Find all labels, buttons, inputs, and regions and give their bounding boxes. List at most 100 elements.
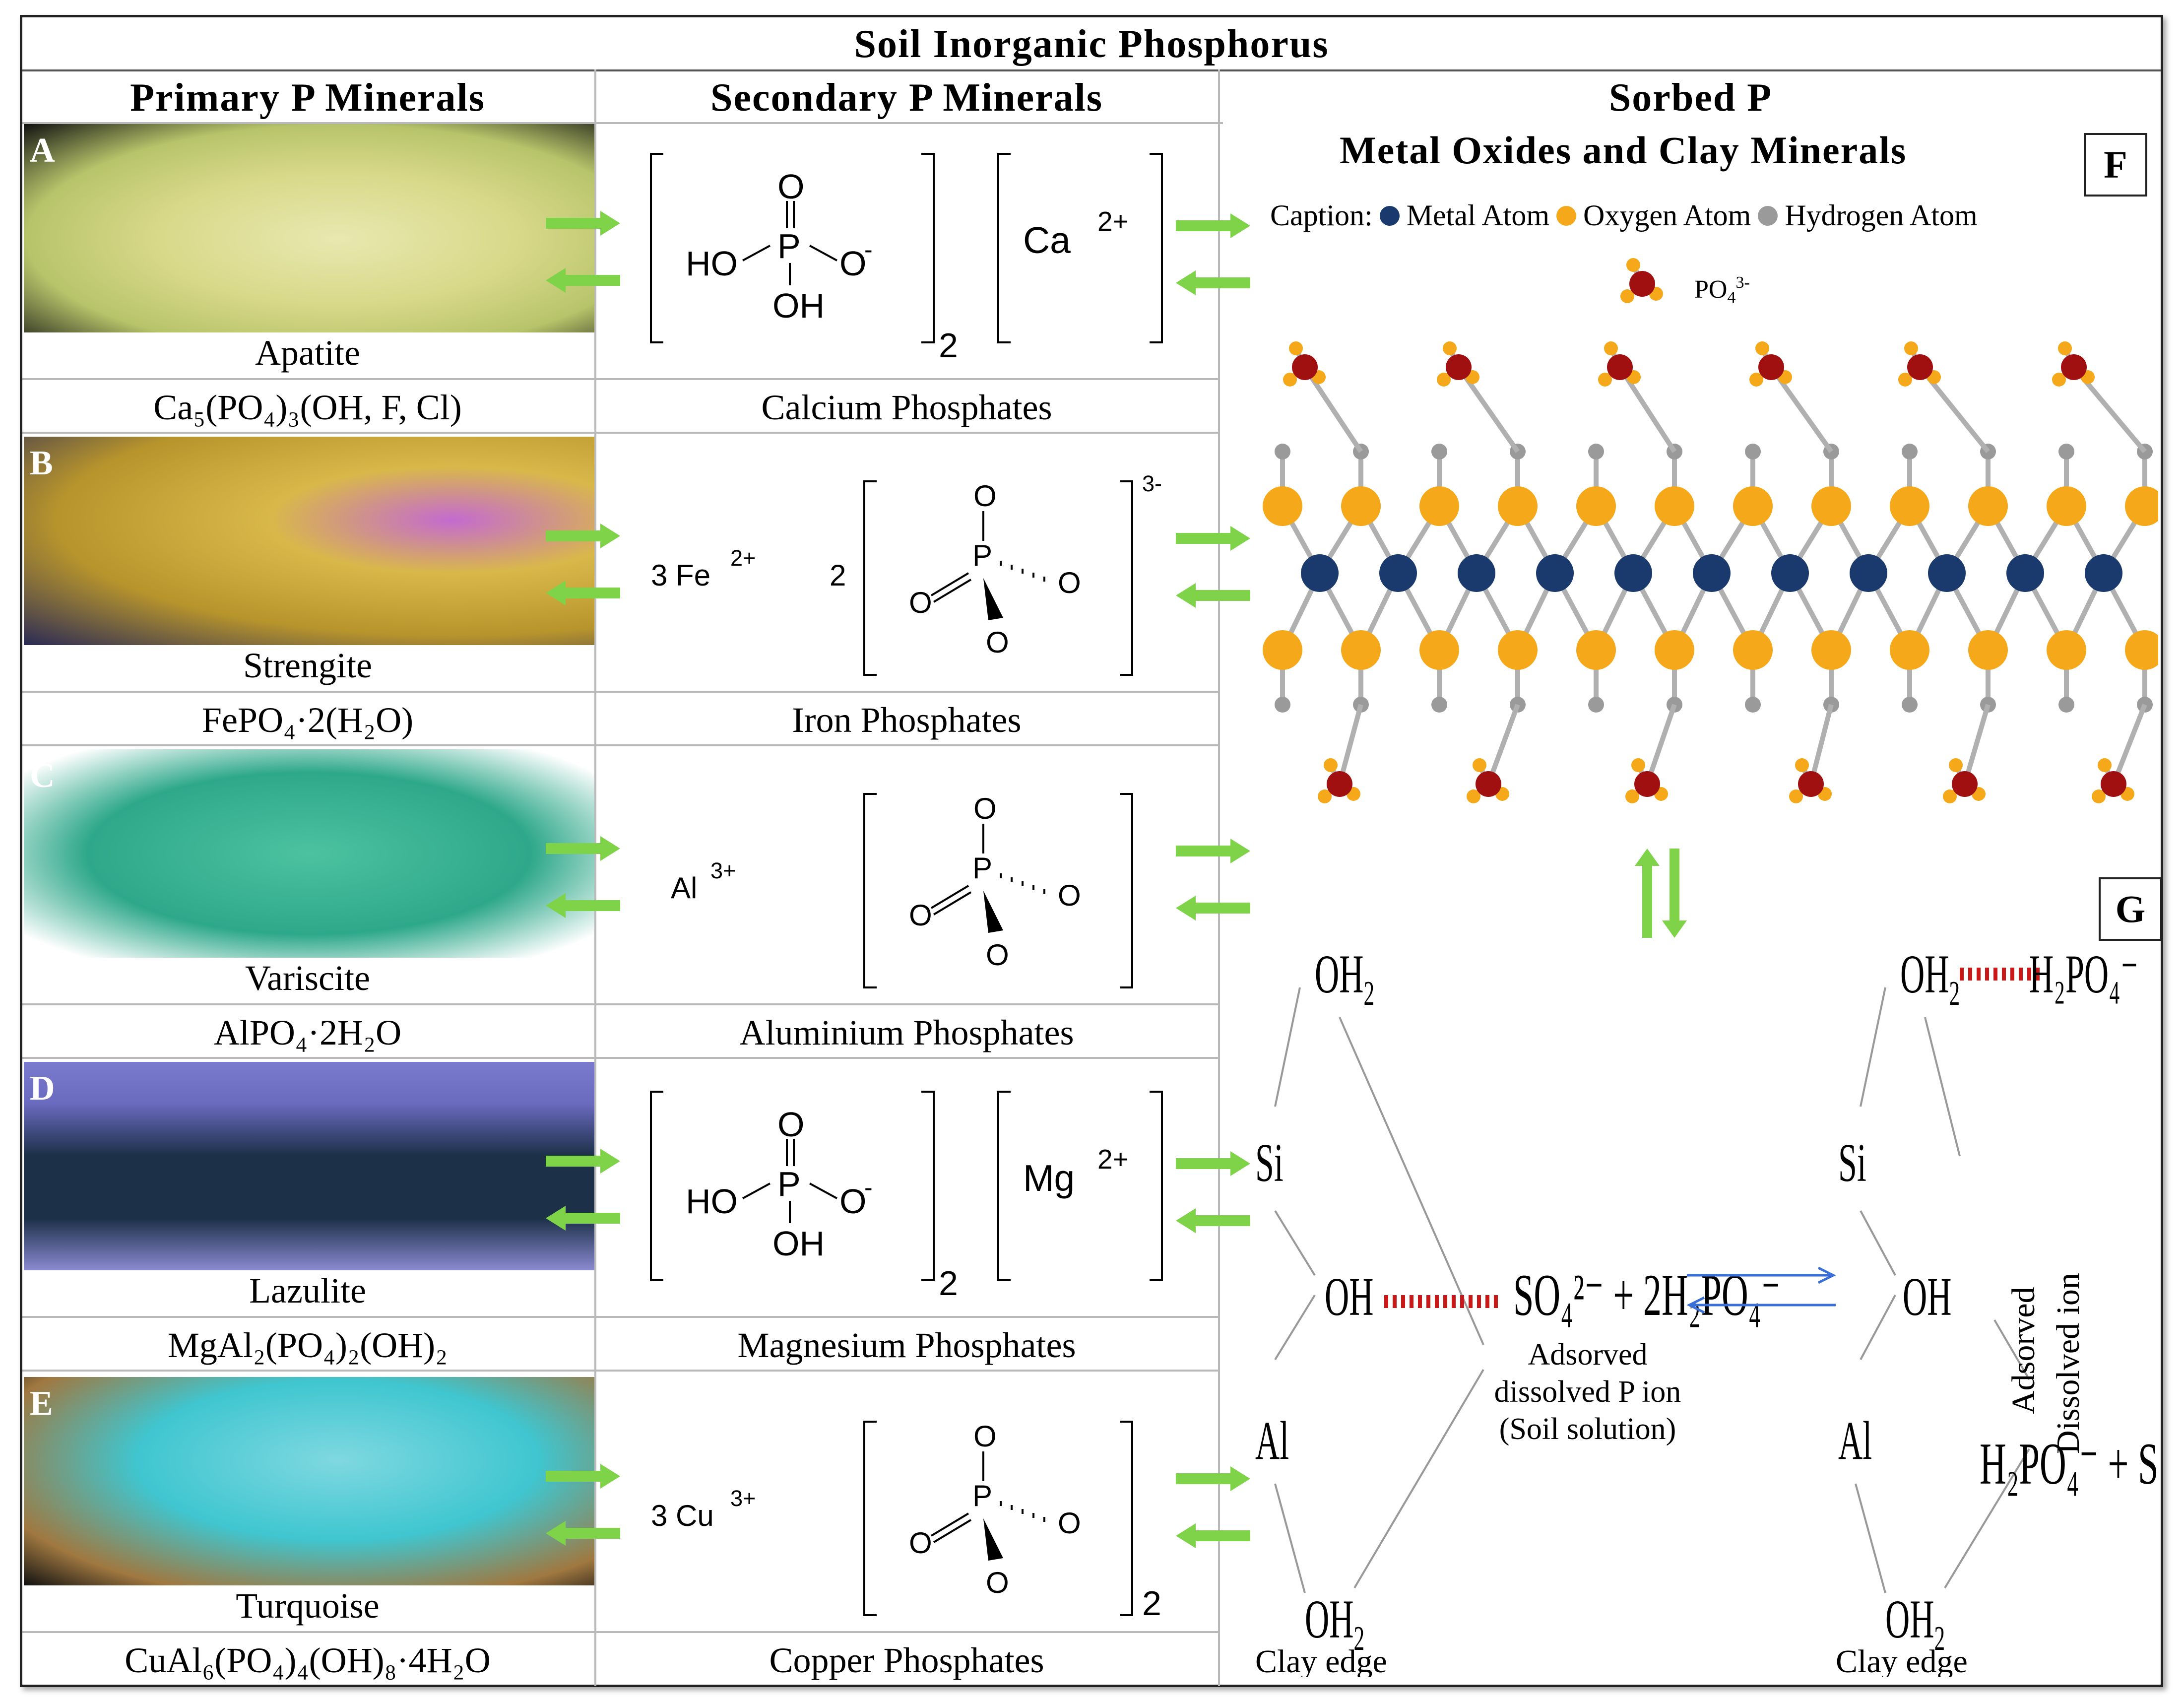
hydrogen-atom <box>1902 444 1918 459</box>
single-bond <box>742 1182 771 1199</box>
wedge-bond <box>983 1518 1003 1561</box>
oxygen-atom <box>1576 630 1616 670</box>
subscript: 2 <box>939 1264 958 1303</box>
mineral-formula: AlPO₄·2H₂O <box>213 1013 402 1052</box>
oxygen-atom <box>1626 258 1640 272</box>
subscript: 2 <box>939 326 958 365</box>
adsorbed-label: Adsorved <box>1528 1338 1647 1372</box>
metal-atom <box>1771 554 1809 592</box>
charge-label: - <box>864 1174 873 1201</box>
mineral-photo: C <box>24 749 594 958</box>
hydrogen-atom-icon <box>1758 205 1778 226</box>
phosphate-group <box>1327 771 1352 797</box>
oxygen-atom <box>1755 341 1769 355</box>
left-arrow-icon <box>546 1521 620 1546</box>
metal-atom <box>2006 554 2044 592</box>
water-group: OH2 <box>1315 943 1374 1012</box>
mineral-name: Strengite <box>243 646 372 685</box>
grid-line <box>22 432 1218 434</box>
bracket <box>1120 793 1133 988</box>
oxygen-atom <box>1968 630 2008 670</box>
mineral-photo: A <box>24 124 594 332</box>
oxygen-atom <box>1263 486 1302 526</box>
grid-line <box>22 1370 1218 1372</box>
product-ions: H₂PO₄⁻ + SO₄²⁻ <box>1980 1431 2158 1497</box>
oxygen-atom <box>2125 630 2158 670</box>
charge-label: 2+ <box>1097 1144 1129 1175</box>
down-arrow-icon <box>1662 849 1687 938</box>
up-arrow-icon <box>1635 849 1660 938</box>
right-arrow-icon <box>546 1464 620 1489</box>
mineral-photo: B <box>24 437 594 645</box>
bond <box>1962 704 1991 785</box>
hydrogen-atom <box>1588 697 1604 713</box>
hydrogen-atom <box>2058 444 2074 459</box>
oxygen-atom <box>1443 341 1457 355</box>
bracket <box>1120 480 1133 676</box>
oxygen-label: O <box>909 586 932 619</box>
oxygen-atom <box>2125 486 2158 526</box>
figure-title: Soil Inorganic Phosphorus <box>854 22 1329 66</box>
bracket <box>1120 1421 1133 1616</box>
bond <box>2111 704 2147 785</box>
sorbed-column-header: Sorbed P <box>1608 76 1773 120</box>
oxygen-atom <box>2047 630 2086 670</box>
left-arrow-icon <box>1176 1523 1250 1548</box>
subscript: 2 <box>1142 1584 1161 1623</box>
oxygen-atom <box>1620 289 1634 303</box>
oxygen-atom <box>1473 758 1486 772</box>
hydrogen-bond-dash <box>1960 968 1964 981</box>
hydrogen-bond-dash <box>1985 968 1989 981</box>
metal-atom-icon <box>1379 205 1400 226</box>
oxygen-atom <box>1943 789 1957 803</box>
oxygen-atom <box>1318 789 1332 803</box>
adsorbed-label: (Soil solution) <box>1499 1412 1676 1446</box>
metal-atom <box>1850 554 1887 592</box>
hydrogen-atom <box>1431 444 1447 459</box>
hydroxyl-group: OH <box>1903 1266 1951 1327</box>
oxygen-label: O <box>973 1420 997 1453</box>
hydroxyl-label: HO <box>686 244 738 283</box>
oxygen-atom <box>1419 630 1459 670</box>
po4-legend-label: PO43- <box>1694 273 1750 307</box>
bracket <box>863 1421 877 1616</box>
wedge-bond <box>983 891 1003 933</box>
hydrogen-bond-dash <box>1494 1295 1498 1308</box>
charge-label: 3+ <box>730 1486 756 1511</box>
bond <box>1808 704 1834 785</box>
phosphate-legend-icon <box>1629 271 1655 297</box>
oxygen-atom <box>1625 789 1639 803</box>
oxygen-atom <box>1289 341 1303 355</box>
double-bond <box>933 1519 972 1543</box>
hydrogen-bond-dash <box>1977 968 1981 981</box>
structure-line <box>1339 1017 1484 1345</box>
adsorbed-label: dissolved P ion <box>1494 1375 1681 1409</box>
oxygen-atom <box>1341 486 1381 526</box>
left-arrow-icon <box>546 268 620 293</box>
grid-line <box>22 69 2161 71</box>
metal-atom <box>1379 554 1417 592</box>
oxygen-label: O <box>973 479 997 513</box>
oxygen-atom <box>1498 486 1538 526</box>
oxygen-atom-icon <box>1556 205 1576 226</box>
oxygen-atom <box>1498 630 1538 670</box>
left-arrow-icon <box>1176 270 1250 295</box>
right-arrow-icon <box>1176 526 1250 551</box>
cation-label: 3 Cu <box>651 1499 714 1532</box>
oxygen-atom <box>1898 373 1912 387</box>
mineral-photo: D <box>24 1062 594 1270</box>
hydrogen-bond-dash <box>1485 1295 1489 1308</box>
hydrogen-bond-dash <box>1460 1295 1464 1308</box>
oxygen-label: O <box>1058 566 1081 599</box>
atom-caption: Caption: Metal Atom Oxygen Atom Hydrogen… <box>1270 198 1978 233</box>
oxygen-atom <box>1437 373 1451 387</box>
caption-hydrogen: Hydrogen Atom <box>1785 199 1978 232</box>
grid-line <box>22 378 1218 380</box>
metal-atom <box>1693 554 1731 592</box>
bracket <box>997 153 1011 343</box>
hydrogen-atom <box>1275 444 1290 459</box>
grid-line <box>1218 69 1220 1686</box>
